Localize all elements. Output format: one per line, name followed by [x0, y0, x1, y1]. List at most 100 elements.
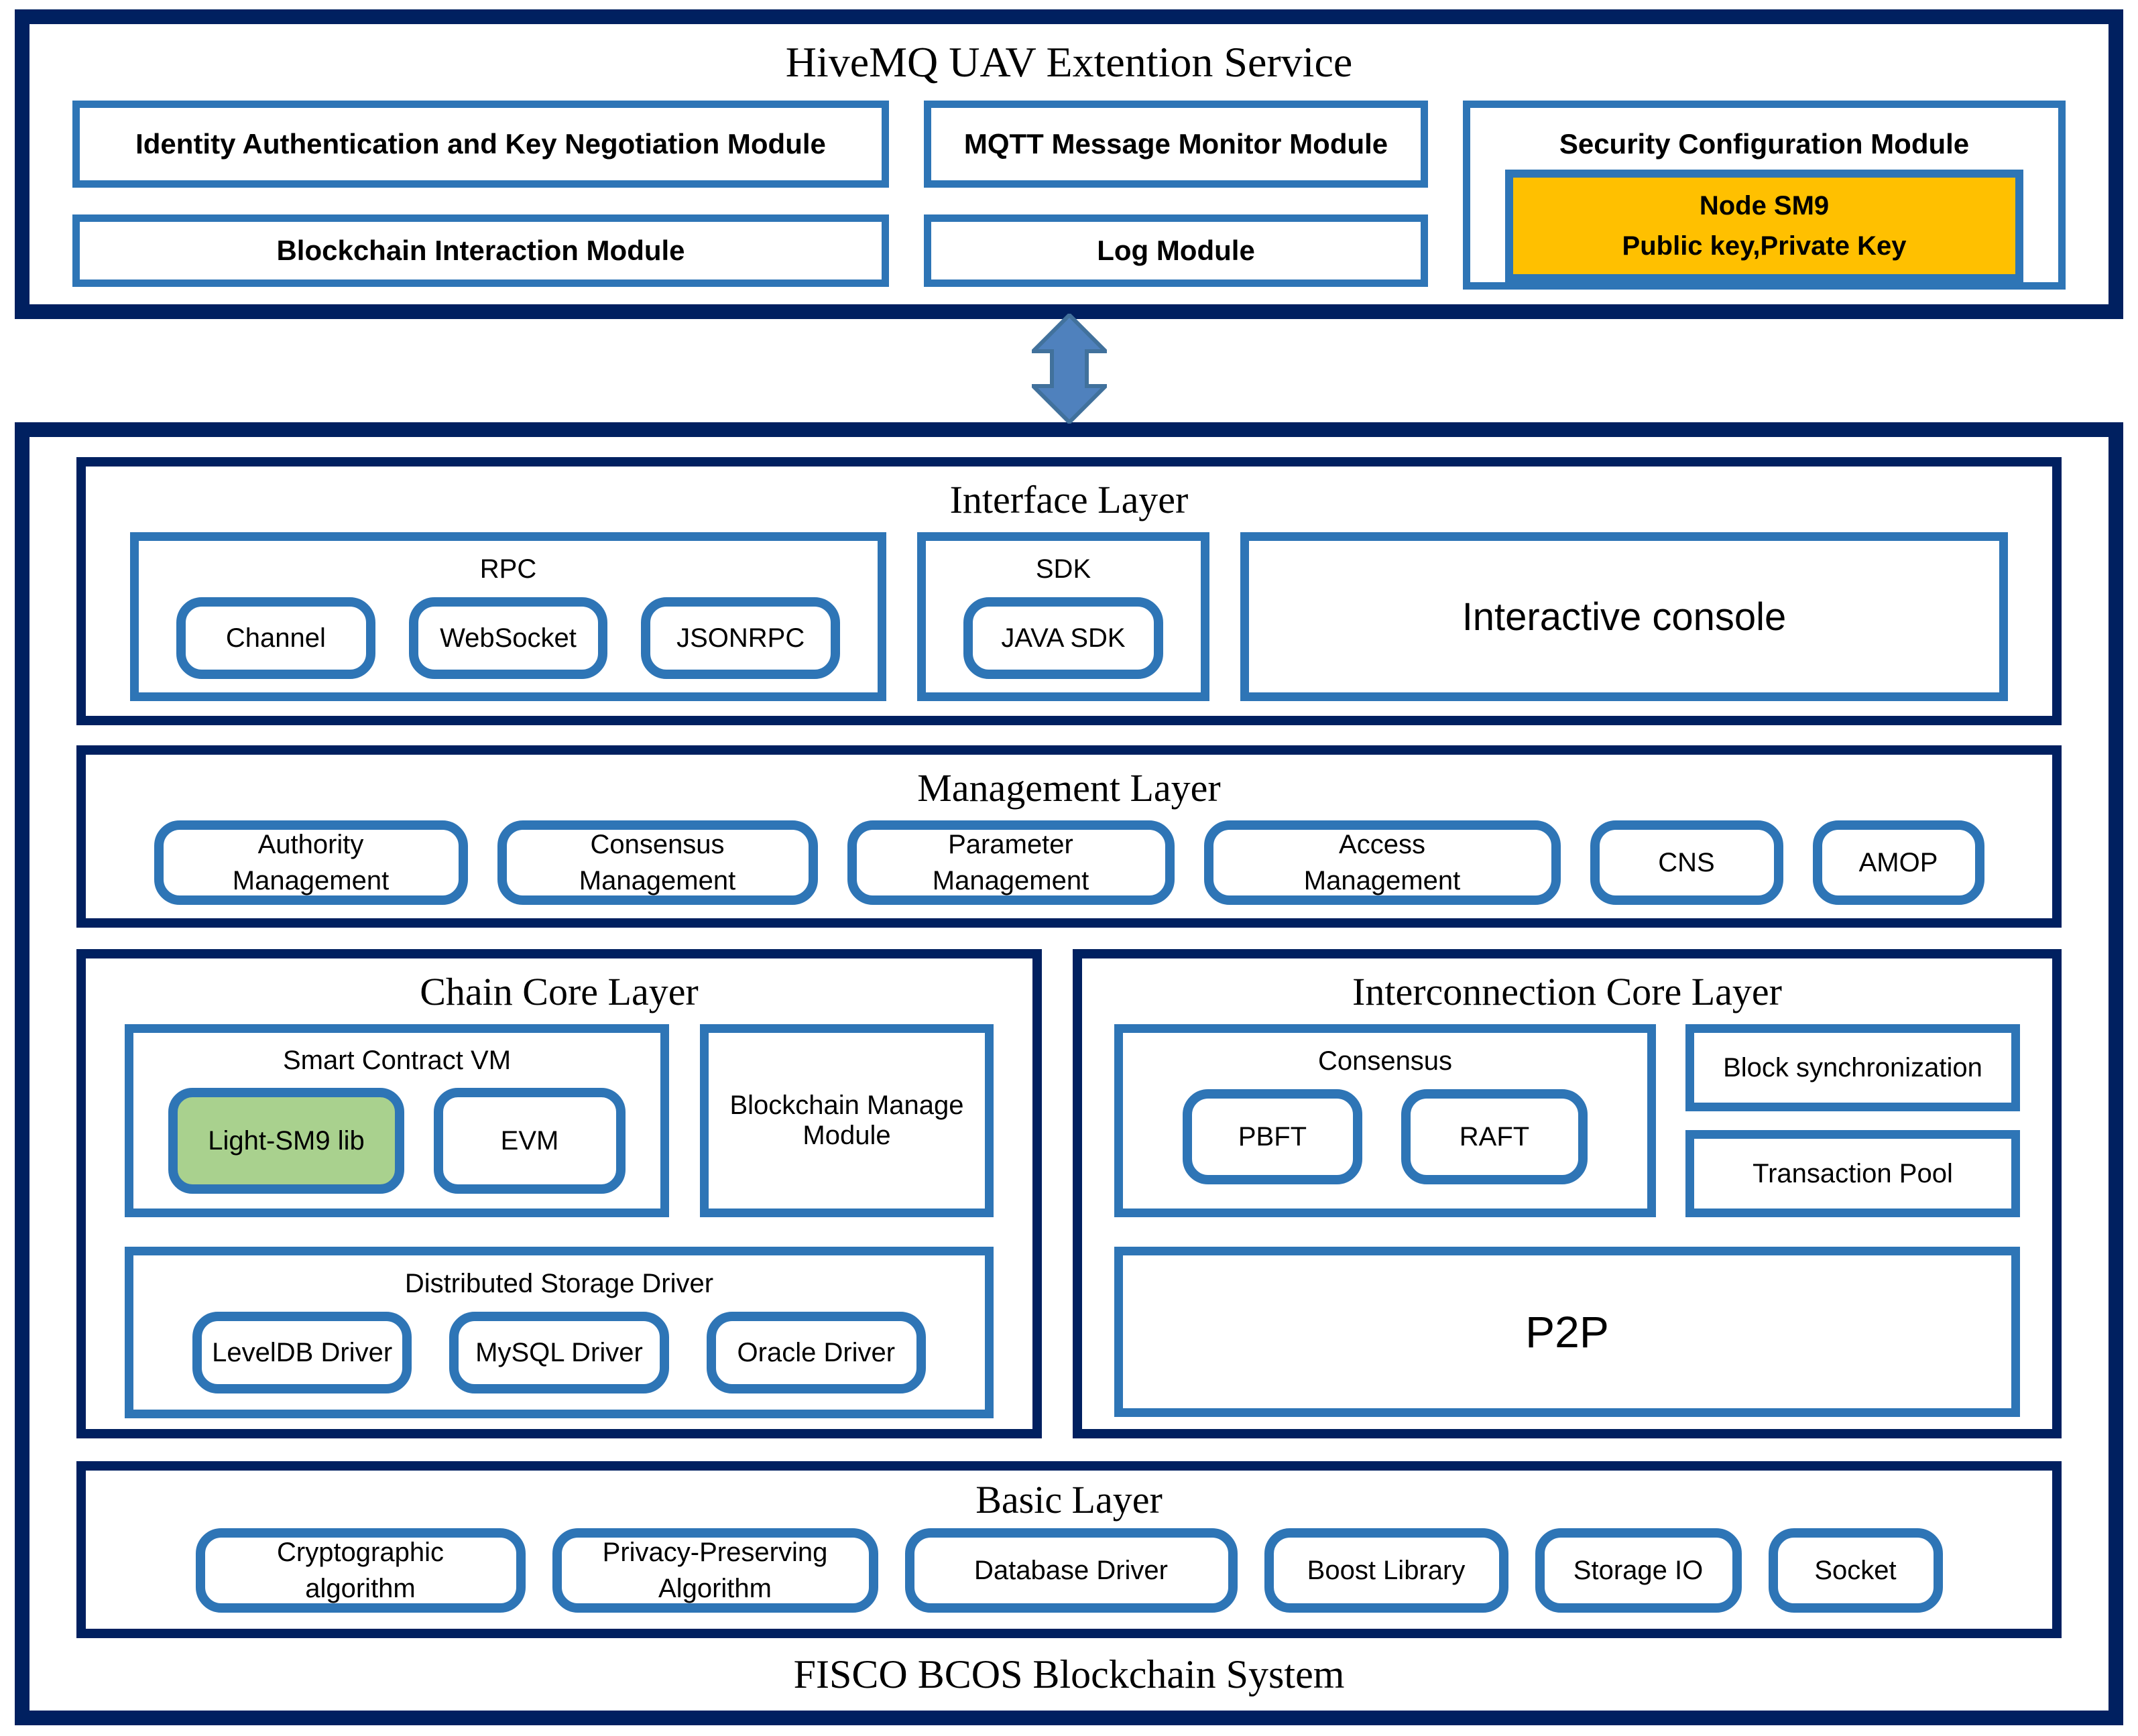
raft-box: RAFT [1401, 1089, 1588, 1184]
amop-box: AMOP [1812, 820, 1984, 905]
storage-io-box: Storage IO [1535, 1528, 1742, 1613]
java-sdk-label: JAVA SDK [1001, 623, 1126, 653]
websocket-label: WebSocket [440, 623, 577, 653]
interconnection-row-1: Consensus PBFT RAFT Block synchronizatio… [1114, 1024, 2020, 1217]
interface-layer-row: RPC Channel WebSocket JSONRPC SDK JAVA S… [130, 532, 2008, 701]
privacy-preserving-algorithm-box: Privacy-Preserving Algorithm [552, 1528, 878, 1613]
socket-box: Socket [1768, 1528, 1943, 1613]
jsonrpc-box: JSONRPC [641, 597, 841, 679]
rpc-box: RPC Channel WebSocket JSONRPC [130, 532, 886, 701]
access-management-box: Access Management [1203, 820, 1561, 905]
chain-core-row-1: Smart Contract VM Light-SM9 lib EVM Bloc… [125, 1024, 994, 1217]
light-sm9-lib-box: Light-SM9 lib [168, 1088, 404, 1194]
amop-label: AMOP [1858, 848, 1938, 877]
boost-library-label: Boost Library [1307, 1556, 1466, 1585]
database-driver-label: Database Driver [973, 1556, 1168, 1585]
websocket-box: WebSocket [408, 597, 608, 679]
log-module-label: Log Module [1097, 235, 1255, 266]
evm-label: EVM [500, 1126, 559, 1156]
boost-library-box: Boost Library [1264, 1528, 1508, 1613]
consensus-box: Consensus PBFT RAFT [1114, 1024, 1656, 1217]
core-layers-row: Chain Core Layer Smart Contract VM Light… [76, 949, 2062, 1438]
cryptographic-algorithm-label: Cryptographic algorithm [276, 1538, 444, 1603]
channel-box: Channel [176, 597, 375, 679]
mysql-driver-box: MySQL Driver [449, 1312, 669, 1393]
interconnection-core-layer-box: Interconnection Core Layer Consensus PBF… [1073, 949, 2062, 1438]
leveldb-driver-label: LevelDB Driver [212, 1338, 393, 1367]
sdk-title: SDK [1035, 554, 1091, 584]
consensus-management-label: Consensus Management [579, 830, 736, 895]
smart-contract-vm-box: Smart Contract VM Light-SM9 lib EVM [125, 1024, 669, 1217]
blockchain-manage-module-label: Blockchain Manage Module [729, 1091, 964, 1150]
cns-box: CNS [1590, 820, 1783, 905]
distributed-storage-driver-title: Distributed Storage Driver [404, 1268, 714, 1298]
java-sdk-box: JAVA SDK [963, 597, 1163, 679]
mysql-driver-label: MySQL Driver [475, 1338, 643, 1367]
block-synchronization-label: Block synchronization [1723, 1052, 1982, 1082]
management-layer-box: Management Layer Authority Management Co… [76, 745, 2062, 928]
interface-layer-title: Interface Layer [949, 477, 1189, 521]
oracle-driver-box: Oracle Driver [706, 1312, 926, 1393]
privacy-preserving-algorithm-label: Privacy-Preserving Algorithm [602, 1538, 828, 1603]
management-layer-title: Management Layer [917, 765, 1221, 810]
log-module-box: Log Module [924, 214, 1428, 287]
basic-items-row: Cryptographic algorithm Privacy-Preservi… [86, 1528, 2052, 1613]
sdk-items-row: JAVA SDK [926, 597, 1201, 692]
fisco-caption: FISCO BCOS Blockchain System [793, 1652, 1345, 1696]
blockchain-interaction-module-label: Blockchain Interaction Module [276, 235, 685, 266]
management-items-row: Authority Management Consensus Managemen… [86, 820, 2052, 905]
interactive-console-label: Interactive console [1462, 595, 1787, 639]
identity-auth-module-box: Identity Authentication and Key Negotiat… [72, 101, 889, 188]
interconnection-right-column: Block synchronization Transaction Pool [1685, 1024, 2020, 1217]
blockchain-interaction-module-box: Blockchain Interaction Module [72, 214, 889, 287]
hivemq-column-2: MQTT Message Monitor Module Log Module [924, 101, 1428, 287]
authority-management-label: Authority Management [232, 830, 390, 895]
evm-box: EVM [434, 1088, 626, 1194]
light-sm9-lib-label: Light-SM9 lib [208, 1126, 365, 1156]
parameter-management-label: Parameter Management [932, 830, 1089, 895]
mqtt-monitor-module-box: MQTT Message Monitor Module [924, 101, 1428, 188]
rpc-title: RPC [479, 554, 537, 584]
pbft-label: PBFT [1238, 1122, 1307, 1152]
access-management-label: Access Management [1303, 830, 1461, 895]
transaction-pool-label: Transaction Pool [1753, 1158, 1953, 1188]
cryptographic-algorithm-box: Cryptographic algorithm [195, 1528, 526, 1613]
sdk-box: SDK JAVA SDK [917, 532, 1209, 701]
consensus-title: Consensus [1317, 1046, 1453, 1076]
chain-core-layer-box: Chain Core Layer Smart Contract VM Light… [76, 949, 1042, 1438]
database-driver-box: Database Driver [904, 1528, 1238, 1613]
smart-contract-vm-items: Light-SM9 lib EVM [133, 1088, 660, 1194]
transaction-pool-box: Transaction Pool [1685, 1130, 2020, 1217]
node-sm9-keys-label: Public key,Private Key [1622, 231, 1907, 261]
interactive-console-box: Interactive console [1240, 532, 2008, 701]
pbft-box: PBFT [1183, 1089, 1362, 1184]
socket-label: Socket [1814, 1556, 1897, 1585]
block-synchronization-box: Block synchronization [1685, 1024, 2020, 1111]
security-config-module-label: Security Configuration Module [1559, 128, 1970, 160]
p2p-label: P2P [1525, 1307, 1609, 1357]
node-sm9-label: Node SM9 [1699, 191, 1830, 221]
jsonrpc-label: JSONRPC [676, 623, 805, 653]
rpc-items-row: Channel WebSocket JSONRPC [139, 597, 878, 692]
mqtt-monitor-module-label: MQTT Message Monitor Module [963, 128, 1388, 160]
authority-management-box: Authority Management [154, 820, 468, 905]
cns-label: CNS [1658, 848, 1715, 877]
bidirectional-arrow-icon [1032, 314, 1107, 424]
interface-layer-box: Interface Layer RPC Channel WebSocket JS… [76, 457, 2062, 725]
storage-io-label: Storage IO [1573, 1556, 1704, 1585]
node-sm9-key-box: Node SM9 Public key,Private Key [1505, 170, 2023, 282]
security-config-module-box: Security Configuration Module Node SM9 P… [1463, 101, 2066, 290]
chain-core-layer-title: Chain Core Layer [420, 969, 699, 1013]
distributed-storage-driver-box: Distributed Storage Driver LevelDB Drive… [125, 1247, 994, 1418]
hivemq-column-1: Identity Authentication and Key Negotiat… [72, 101, 889, 287]
smart-contract-vm-title: Smart Contract VM [282, 1045, 512, 1075]
parameter-management-box: Parameter Management [847, 820, 1175, 905]
p2p-box: P2P [1114, 1247, 2020, 1417]
identity-auth-module-label: Identity Authentication and Key Negotiat… [135, 128, 826, 160]
interconnection-core-layer-title: Interconnection Core Layer [1352, 969, 1782, 1013]
raft-label: RAFT [1459, 1122, 1530, 1152]
basic-layer-title: Basic Layer [975, 1477, 1163, 1522]
storage-driver-items: LevelDB Driver MySQL Driver Oracle Drive… [133, 1312, 985, 1393]
basic-layer-box: Basic Layer Cryptographic algorithm Priv… [76, 1461, 2062, 1638]
